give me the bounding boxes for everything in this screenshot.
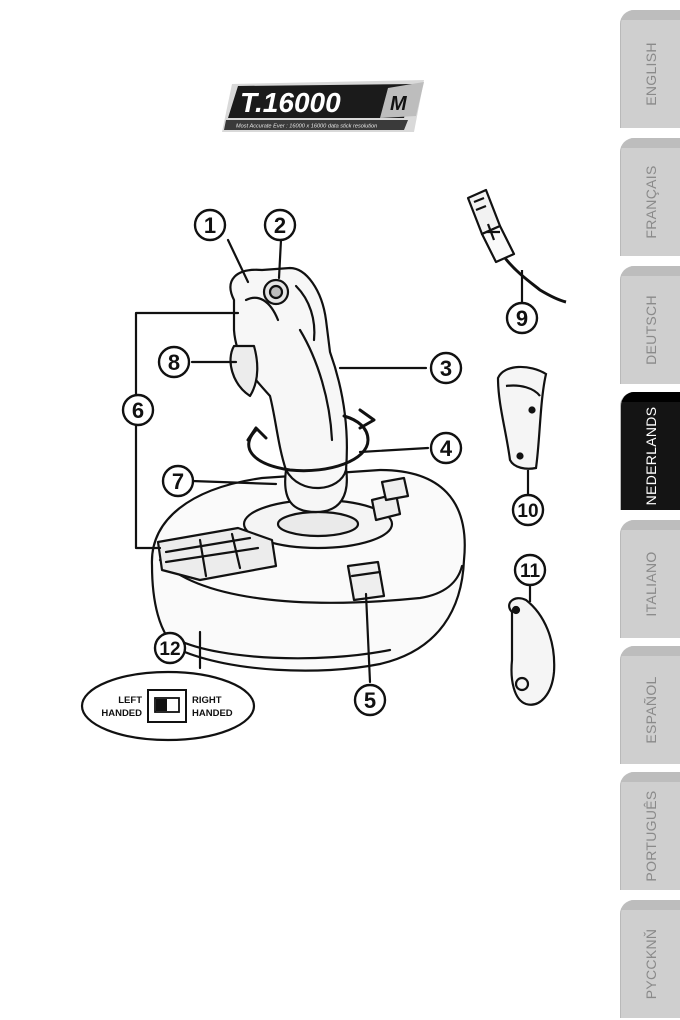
hand-rest-accessory-10 xyxy=(498,367,546,496)
handedness-switch-callout: LEFT HANDED RIGHT HANDED xyxy=(82,672,254,740)
callout-2: 2 xyxy=(274,213,286,238)
tab-label: NEDERLANDS xyxy=(643,407,659,506)
callout-11: 11 xyxy=(520,561,541,582)
switch-label-right-1: RIGHT xyxy=(192,695,222,706)
hand-rest-accessory-11 xyxy=(509,586,554,705)
callout-8: 8 xyxy=(168,350,180,375)
callout-7: 7 xyxy=(172,469,184,494)
tab-portugues[interactable]: PORTUGUÊS xyxy=(620,772,680,890)
callout-10: 10 xyxy=(517,501,538,522)
callout-12: 12 xyxy=(159,639,180,660)
tab-label: ENGLISH xyxy=(643,42,659,106)
tab-label: PORTUGUÊS xyxy=(643,790,659,881)
tab-nederlands[interactable]: NEDERLANDS xyxy=(620,392,680,510)
switch-label-right-2: HANDED xyxy=(192,708,233,719)
switch-label-left-1: LEFT xyxy=(118,695,142,706)
tab-russian[interactable]: PYCCKNŇ xyxy=(620,900,680,1018)
tab-label: ITALIANO xyxy=(643,551,659,616)
tab-label: PYCCKNŇ xyxy=(643,929,659,1000)
language-tabs: ENGLISH FRANÇAIS DEUTSCH NEDERLANDS ITAL… xyxy=(612,0,680,1020)
tab-espanol[interactable]: ESPAÑOL xyxy=(620,646,680,764)
joystick-diagram: 1 2 3 4 5 6 7 8 9 10 11 12 xyxy=(0,0,610,1020)
callout-4: 4 xyxy=(440,436,453,461)
callout-1: 1 xyxy=(204,213,216,238)
callout-6: 6 xyxy=(132,398,144,423)
tab-english[interactable]: ENGLISH xyxy=(620,10,680,128)
tab-label: ESPAÑOL xyxy=(643,676,659,743)
switch-label-left-2: HANDED xyxy=(101,708,142,719)
callout-3: 3 xyxy=(440,356,452,381)
tab-label: DEUTSCH xyxy=(643,295,659,365)
tab-italiano[interactable]: ITALIANO xyxy=(620,520,680,638)
usb-cable xyxy=(468,190,566,302)
tab-label: FRANÇAIS xyxy=(643,165,659,238)
callout-5: 5 xyxy=(364,688,376,713)
callout-9: 9 xyxy=(516,306,528,331)
tab-deutsch[interactable]: DEUTSCH xyxy=(620,266,680,384)
tab-francais[interactable]: FRANÇAIS xyxy=(620,138,680,256)
